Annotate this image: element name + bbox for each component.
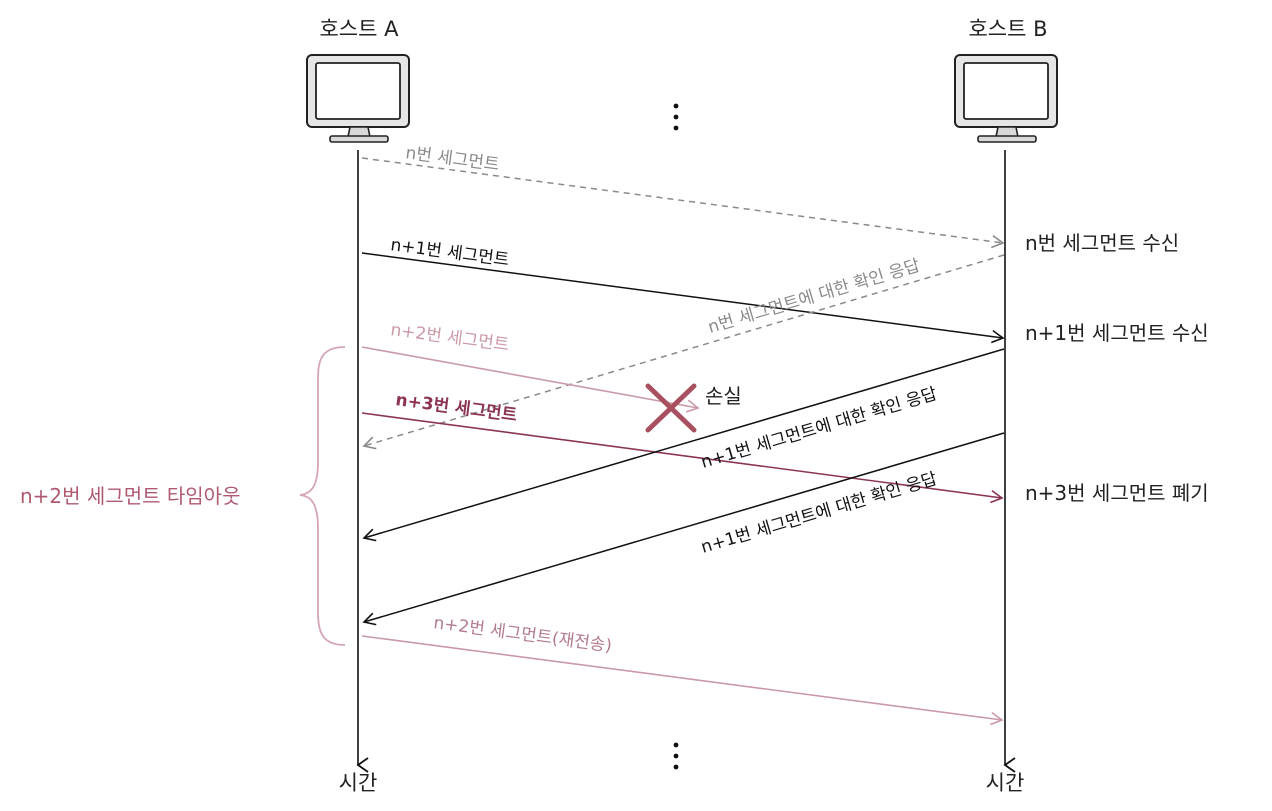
host-b-time-label: 시간 bbox=[986, 771, 1025, 795]
label-seg-n2: n+2번 세그먼트 bbox=[389, 320, 510, 355]
arrow-ack-n1-a bbox=[362, 348, 1005, 542]
event-recv-n1: n+1번 세그먼트 수신 bbox=[1025, 321, 1209, 345]
loss-x-icon bbox=[645, 383, 697, 433]
host-a-title: 호스트 A bbox=[319, 17, 399, 41]
host-b-title: 호스트 B bbox=[968, 17, 1047, 41]
host-a-monitor-icon bbox=[306, 54, 410, 143]
arrow-seg-n2-re bbox=[361, 635, 1004, 726]
arrow-seg-n2 bbox=[361, 346, 700, 413]
arrow-seg-n3 bbox=[361, 412, 1004, 504]
label-seg-n3: n+3번 세그먼트 bbox=[394, 390, 518, 426]
event-recv-n: n번 세그먼트 수신 bbox=[1025, 231, 1179, 255]
timeout-label: n+2번 세그먼트 타임아웃 bbox=[20, 484, 240, 508]
arrow-seg-n bbox=[361, 157, 1005, 249]
label-ack-n1-b: n+1번 세그먼트에 대한 확인 응답 bbox=[699, 469, 940, 558]
host-a: 호스트 A 시간 bbox=[306, 17, 410, 795]
host-b-monitor-icon bbox=[954, 54, 1058, 143]
label-seg-n2-re: n+2번 세그먼트(재전송) bbox=[432, 613, 613, 656]
loss-label: 손실 bbox=[705, 384, 742, 408]
label-ack-n: n번 세그먼트에 대한 확인 응답 bbox=[706, 256, 923, 338]
event-discard-n3: n+3번 세그먼트 폐기 bbox=[1025, 481, 1209, 505]
host-b: 호스트 B 시간 bbox=[954, 17, 1058, 795]
timeout-brace bbox=[299, 346, 346, 646]
arrow-ack-n bbox=[362, 254, 1005, 450]
ellipsis-top-icon bbox=[673, 103, 679, 131]
host-a-time-label: 시간 bbox=[339, 771, 378, 795]
arrow-seg-n1 bbox=[361, 252, 1005, 344]
arrow-ack-n1-b bbox=[362, 432, 1005, 626]
ellipsis-bottom-icon bbox=[673, 742, 679, 770]
